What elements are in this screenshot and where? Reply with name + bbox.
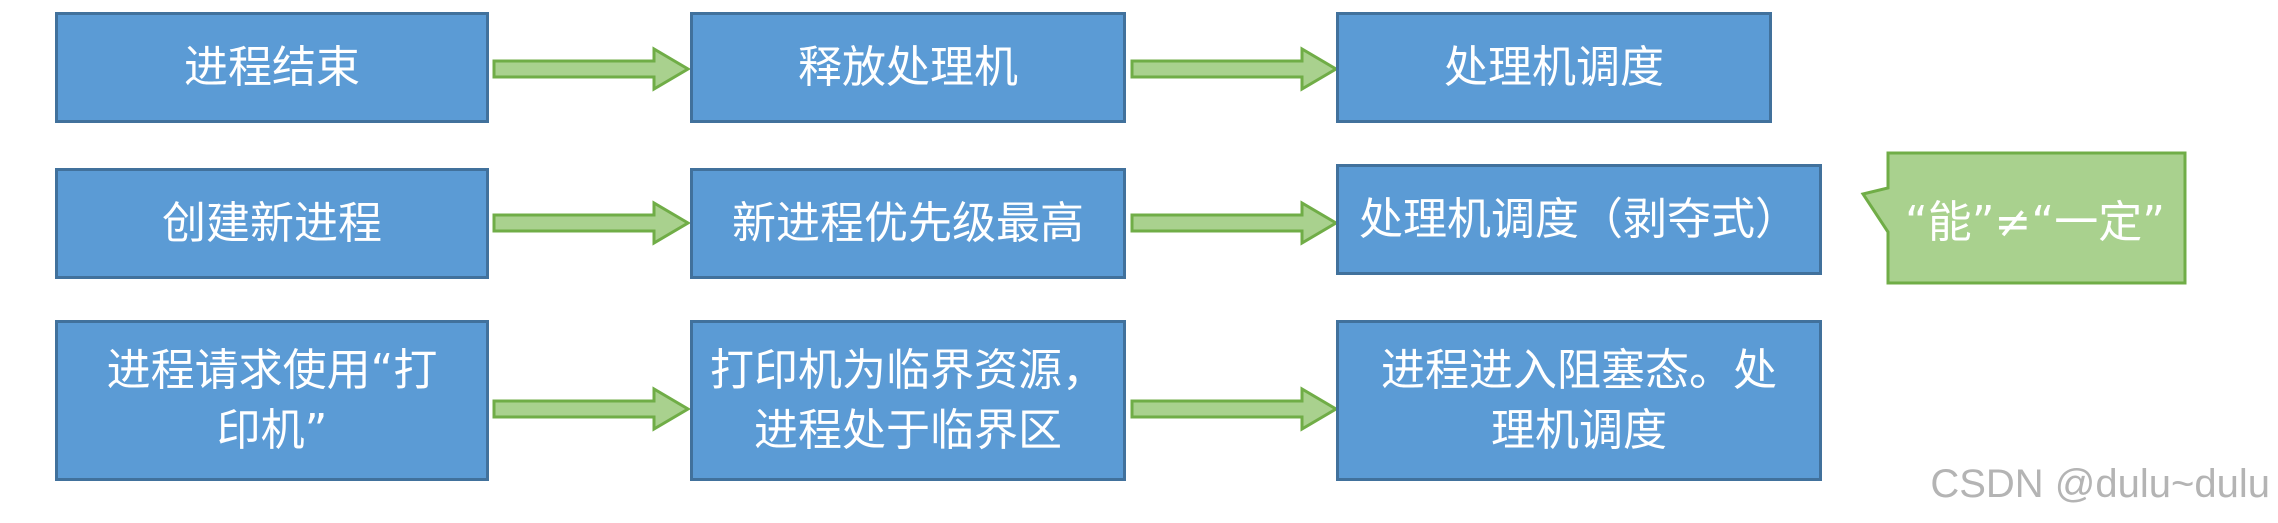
row2-arrow-2: [1130, 200, 1339, 246]
row2-arrow-1: [492, 200, 691, 246]
watermark: CSDN @dulu~dulu: [1930, 462, 2270, 506]
row1-arrow-1: [492, 46, 691, 92]
row1-middle-box: 释放处理机: [690, 12, 1126, 123]
row3-cause-box: 进程请求使用“打 印机”: [55, 320, 489, 481]
callout-note: “能”≠“一定”: [1860, 150, 2190, 286]
row2-middle-box: 新进程优先级最高: [690, 168, 1126, 279]
row2-cause-box: 创建新进程: [55, 168, 489, 279]
row3-middle-text: 打印机为临界资源， 进程处于临界区: [710, 345, 1106, 456]
row2-cause-text: 创建新进程: [162, 197, 382, 249]
row2-result-text: 处理机调度（剥夺式）: [1359, 193, 1799, 245]
row1-result-text: 处理机调度: [1444, 41, 1664, 93]
row3-result-box: 进程进入阻塞态。处 理机调度: [1336, 320, 1822, 481]
row3-arrow-1: [492, 386, 691, 432]
row3-middle-box: 打印机为临界资源， 进程处于临界区: [690, 320, 1126, 481]
row1-cause-box: 进程结束: [55, 12, 489, 123]
callout-shape: [1860, 151, 2187, 285]
row2-result-box: 处理机调度（剥夺式）: [1336, 164, 1822, 275]
row1-result-box: 处理机调度: [1336, 12, 1772, 123]
row3-arrow-2: [1130, 386, 1339, 432]
row3-cause-text: 进程请求使用“打 印机”: [106, 345, 438, 456]
callout-text: “能”≠“一定”: [1904, 197, 2166, 248]
row3-result-text: 进程进入阻塞态。处 理机调度: [1381, 345, 1777, 456]
row1-cause-text: 进程结束: [184, 41, 360, 93]
row1-arrow-2: [1130, 46, 1339, 92]
row2-middle-text: 新进程优先级最高: [732, 197, 1084, 249]
row1-middle-text: 释放处理机: [798, 41, 1018, 93]
